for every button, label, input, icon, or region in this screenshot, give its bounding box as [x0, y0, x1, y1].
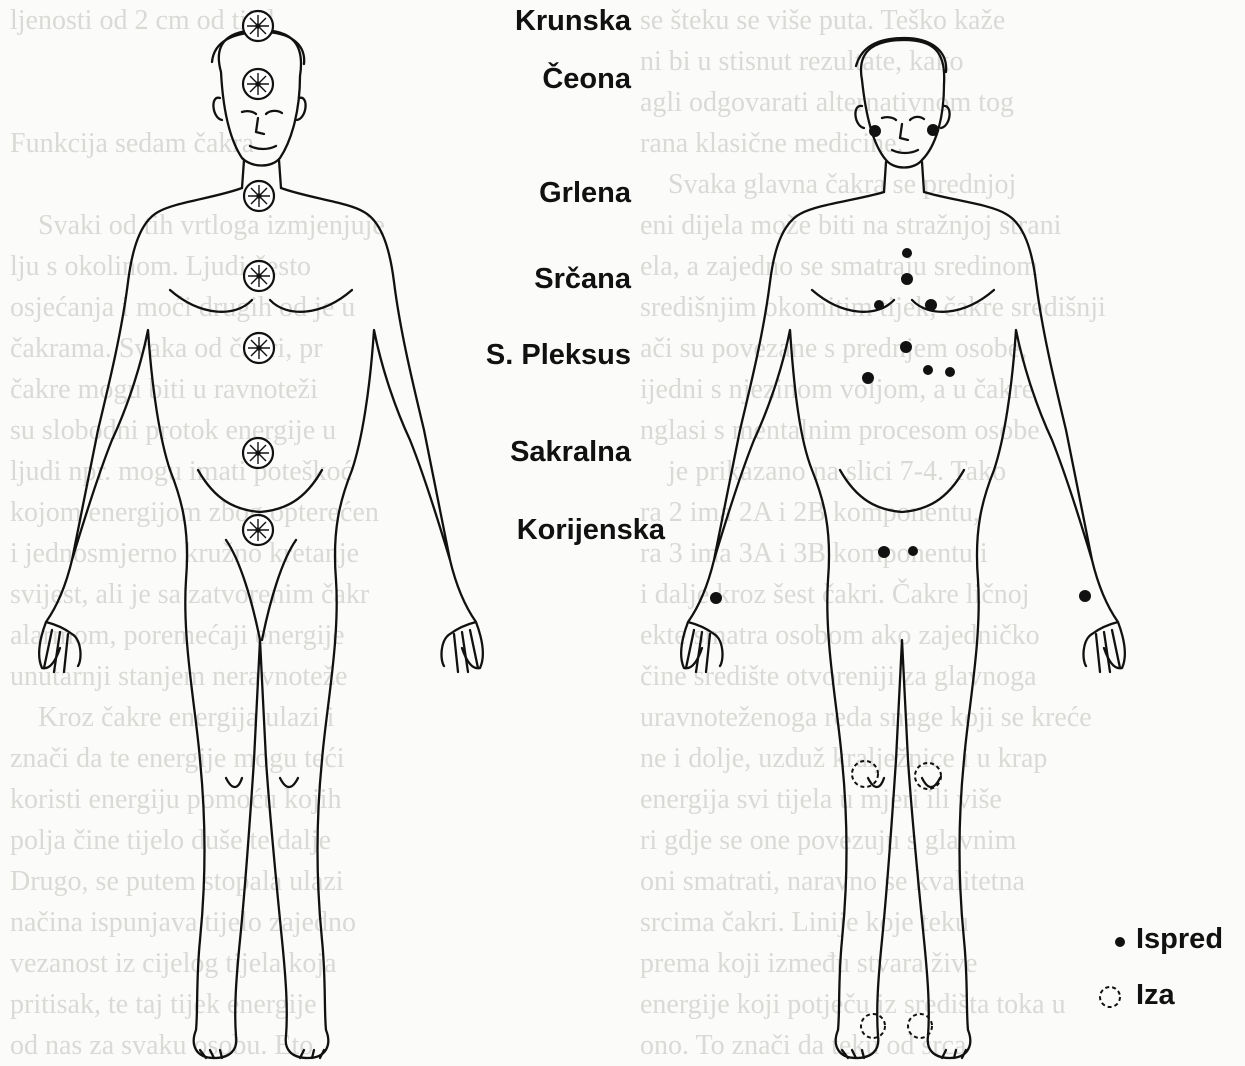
- point-front-abdomen-left: [862, 372, 874, 384]
- label-srcana: Srčana: [534, 263, 631, 296]
- chakra-wheel-ceona: [243, 69, 273, 99]
- right-figure: [681, 38, 1125, 1058]
- point-front-sternum: [901, 273, 913, 285]
- label-pleksus: S. Pleksus: [486, 339, 631, 372]
- label-ceona: Čeona: [542, 63, 631, 96]
- chakra-wheels: [243, 11, 274, 545]
- point-front-chest-left: [874, 300, 884, 310]
- legend-front-marker: [1115, 937, 1125, 947]
- chakra-wheel-grlena: [244, 181, 274, 211]
- point-front-abdomen-mid: [923, 365, 933, 375]
- chakra-wheel-korijenska: [243, 515, 273, 545]
- label-sakralna: Sakralna: [510, 436, 631, 469]
- right-body: [681, 192, 1125, 1058]
- chakra-wheel-sakralna: [243, 438, 273, 468]
- point-front-hand-right: [1079, 590, 1091, 602]
- point-front-solar-plexus: [900, 341, 912, 353]
- point-front-hand-left: [710, 592, 722, 604]
- label-grlena: Grlena: [539, 177, 631, 210]
- point-front-groin-right: [908, 546, 918, 556]
- chakra-wheel-krunska: [243, 11, 273, 41]
- point-back-knee-left: [852, 761, 878, 787]
- point-front-chest-right: [925, 299, 937, 311]
- point-front-cheek-left: [869, 125, 881, 137]
- left-body: [39, 188, 483, 1058]
- label-krunska: Krunska: [515, 5, 631, 38]
- legend-back-marker: [1100, 987, 1120, 1007]
- legend-front-label: Ispred: [1136, 923, 1223, 956]
- point-front-abdomen-right: [945, 367, 955, 377]
- point-front-groin-left: [878, 546, 890, 558]
- chakra-wheel-srcana: [244, 261, 274, 291]
- point-back-ankle-left: [861, 1014, 885, 1038]
- right-head: [861, 40, 944, 168]
- point-front-sternum-upper: [902, 248, 912, 258]
- point-front-cheek-right: [927, 124, 939, 136]
- label-korijenska: Korijenska: [517, 514, 665, 547]
- chakra-wheel-pleksus: [244, 333, 274, 363]
- front-points: [710, 124, 1091, 604]
- legend-back-label: Iza: [1136, 979, 1175, 1012]
